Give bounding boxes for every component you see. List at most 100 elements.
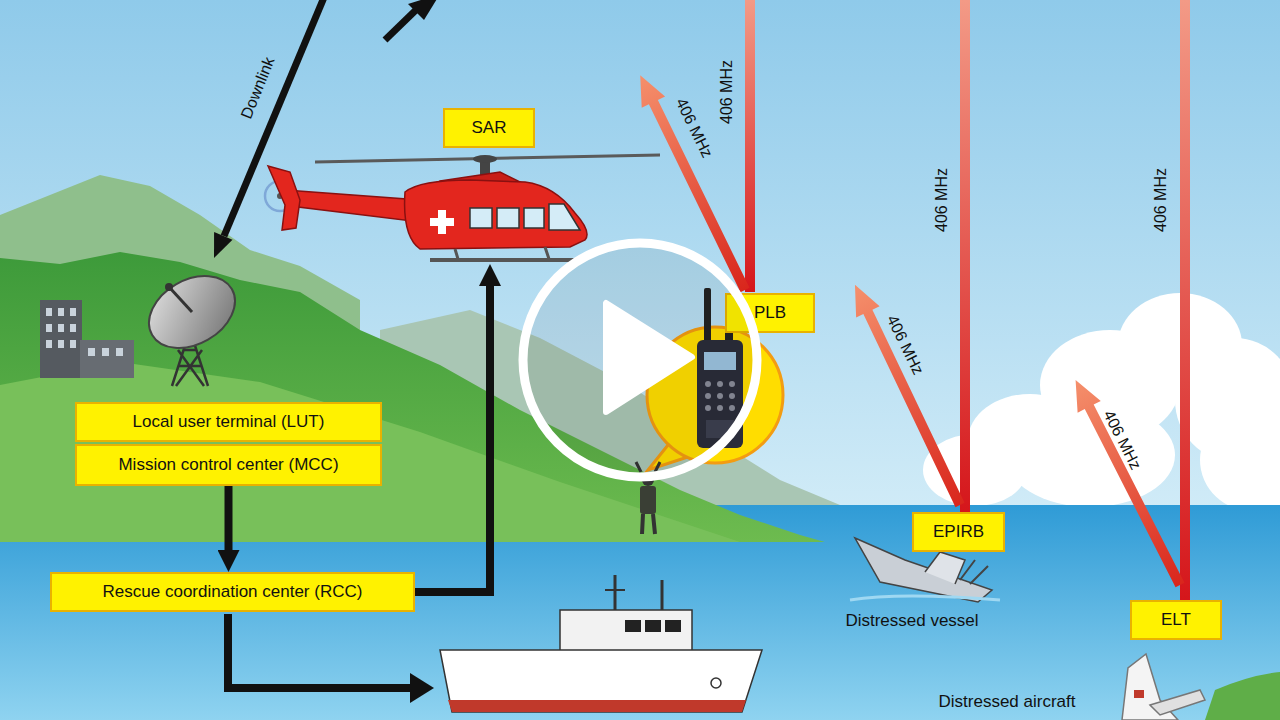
satellite-dish <box>136 261 248 386</box>
node-label: Local user terminal (LUT) <box>133 412 325 432</box>
node-label: Mission control center (MCC) <box>118 455 338 475</box>
cloud <box>923 293 1280 512</box>
play-button <box>606 303 692 412</box>
helicopter <box>524 208 544 228</box>
caption-label: Distressed aircraft <box>939 692 1076 712</box>
building <box>46 324 52 332</box>
rescue-ship <box>440 650 762 712</box>
rescue-ship <box>560 610 692 652</box>
plb-bubble <box>717 405 723 411</box>
rescue-ship <box>605 589 625 591</box>
plb-bubble <box>729 393 735 399</box>
sinking-vessel <box>925 552 965 584</box>
link-label: Downlink <box>237 55 278 122</box>
rescue-ship <box>711 678 721 688</box>
frequency-label: 406 MHz <box>883 312 927 377</box>
plb-bubble <box>704 288 711 348</box>
person <box>642 514 655 534</box>
building <box>40 300 82 378</box>
radio-signal-arrow <box>629 69 757 295</box>
person <box>636 462 660 534</box>
control-center-box: Mission control center (MCC) <box>75 444 382 486</box>
beacon-label: EPIRB <box>912 512 1005 552</box>
rescue-ship <box>665 620 681 632</box>
coordination-center-box: Rescue coordination center (RCC) <box>50 572 415 612</box>
building <box>88 348 95 356</box>
frequency-label: 406 MHz <box>1152 168 1170 232</box>
building <box>40 300 134 378</box>
cloud <box>1200 408 1280 512</box>
radio-signal-arrow <box>843 279 972 510</box>
radio-signal-arrow <box>960 0 970 512</box>
person <box>636 462 660 472</box>
radio-signal-arrow <box>1064 374 1192 591</box>
plb-bubble <box>705 393 711 399</box>
rescue-ship <box>228 614 412 688</box>
radio-signal-arrow <box>1180 0 1190 600</box>
rescue-ship <box>614 575 617 612</box>
node-label: Rescue coordination center (RCC) <box>103 582 363 602</box>
rescue-ship <box>410 673 434 703</box>
land <box>1205 672 1280 720</box>
radio-signal-arrow <box>629 69 757 295</box>
building <box>58 308 64 316</box>
helicopter <box>473 155 497 163</box>
sinking-vessel <box>960 560 988 584</box>
node-label: SAR <box>443 108 535 148</box>
plb-bubble <box>706 420 734 438</box>
building <box>116 348 123 356</box>
downlink-arrow <box>214 232 233 258</box>
building <box>102 348 109 356</box>
helicopter <box>430 218 454 226</box>
building <box>46 340 52 348</box>
land <box>0 252 1280 720</box>
radio-signal-arrow <box>745 0 755 292</box>
helicopter <box>470 208 492 228</box>
helicopter <box>430 252 590 260</box>
plb-bubble <box>705 381 711 387</box>
frequency-label: 406 MHz <box>1099 407 1144 472</box>
rescue-ship <box>645 620 661 632</box>
plb-bubble <box>717 393 723 399</box>
satellite-dish <box>170 288 192 312</box>
plb-bubble <box>705 405 711 411</box>
land <box>0 252 825 542</box>
person <box>640 486 656 514</box>
plb-bubble <box>697 340 743 448</box>
building <box>80 340 134 378</box>
building <box>58 324 64 332</box>
plb-bubble <box>729 381 735 387</box>
rescue-ship <box>625 620 641 632</box>
helicopter <box>265 155 660 260</box>
node-label: PLB <box>754 303 786 323</box>
helicopter <box>549 204 580 230</box>
rescue-ship <box>661 580 664 612</box>
helicopter <box>455 247 549 259</box>
satellite-dish <box>136 261 248 362</box>
sinking-vessel <box>850 596 1000 600</box>
node-label: ELT <box>1161 610 1191 630</box>
plb-bubble <box>729 405 735 411</box>
radio-signal-arrow <box>1064 374 1192 591</box>
frequency-label: 406 MHz <box>718 60 736 124</box>
node-label: EPIRB <box>933 522 984 542</box>
building <box>70 324 76 332</box>
person <box>642 474 654 486</box>
building <box>58 340 64 348</box>
play-button <box>523 243 757 477</box>
building <box>70 340 76 348</box>
helicopter <box>497 208 519 228</box>
downlink-arrow <box>408 0 440 20</box>
satellite-dish <box>165 283 173 291</box>
helicopter <box>315 155 660 162</box>
frequency-label: 406 MHz <box>672 95 716 160</box>
sar-helicopter: SAR <box>265 108 715 264</box>
downlink-arrow <box>385 8 418 40</box>
helicopter <box>285 190 420 222</box>
helicopter <box>405 180 587 249</box>
aircraft-wreck <box>1150 690 1205 715</box>
land <box>0 362 740 542</box>
